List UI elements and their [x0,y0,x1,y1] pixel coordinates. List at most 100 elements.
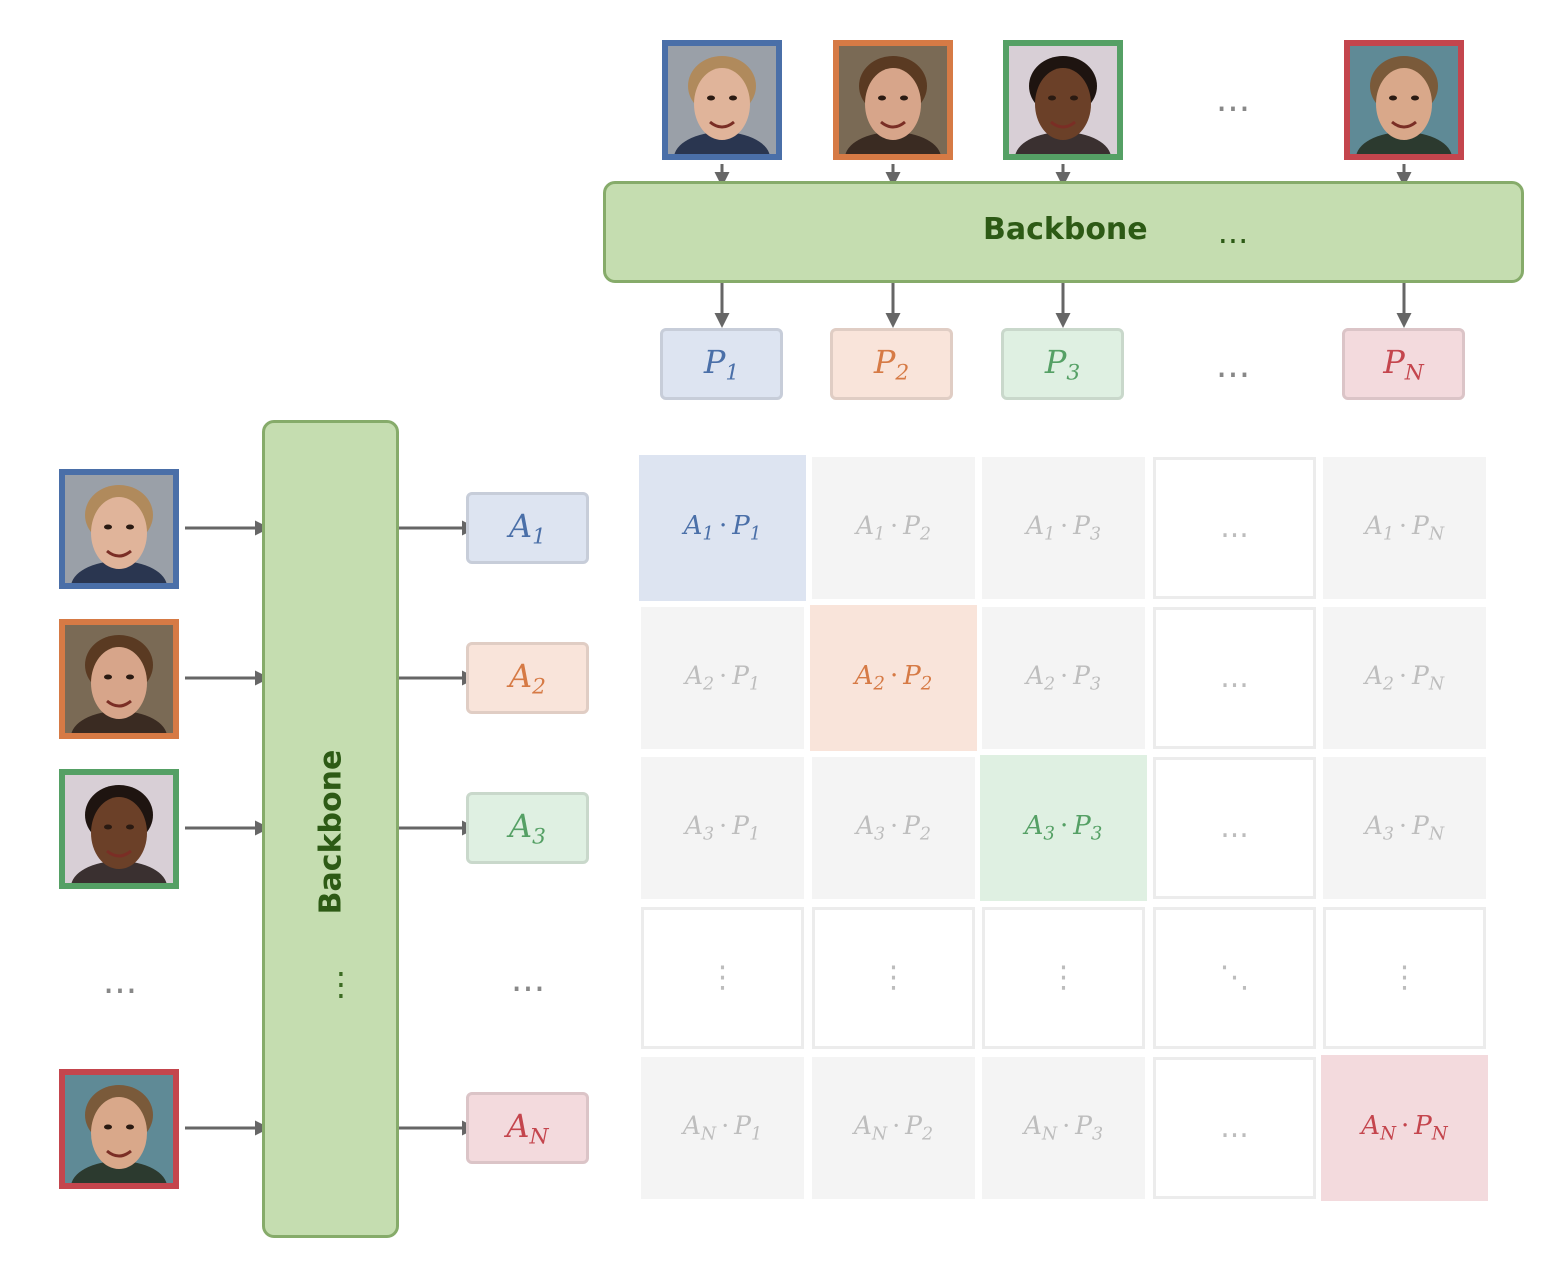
portrait-face [1376,68,1432,140]
left-face-image-3 [59,769,179,889]
portrait-shoulders [1015,132,1111,154]
matrix-ellipsis: ⋮ [1389,960,1420,995]
backbone-horizontal-label: Backbone [983,212,1148,247]
matrix-cell-negative: A2·PN [1323,607,1486,749]
matrix-cell-negative: AN·P2 [812,1057,975,1199]
portrait-face [91,1097,147,1169]
portrait-face [694,68,750,140]
portrait-right-eye [126,1124,134,1130]
portrait-left-eye [104,674,112,680]
matrix-cell-negative: A1·P3 [982,457,1145,599]
p-embeddings-ellipsis: ... [1215,345,1251,386]
embedding-a1-label: A1 [509,506,546,550]
portrait-mouth [106,699,132,708]
portrait-shoulders [674,132,770,154]
dot-product-label: A2·P1 [684,661,761,695]
portrait-mouth [106,1149,132,1158]
portrait-shoulders [71,861,167,883]
matrix-cell-positive: A1·P1 [639,455,806,601]
portrait-left-eye [1048,95,1056,101]
dot-product-label: AN·P2 [853,1111,934,1145]
matrix-cell-ellipsis: ⋱ [1153,907,1316,1049]
portrait-graphic [1009,46,1117,154]
portrait-right-eye [729,95,737,101]
portrait-mouth [1391,120,1417,129]
dot-product-label: A3·PN [1364,811,1445,845]
matrix-cell-ellipsis: ⋮ [812,907,975,1049]
portrait-mouth [1050,120,1076,129]
portrait-mouth [106,549,132,558]
top-face-image-2 [833,40,953,160]
embedding-a2: A2 [466,642,589,714]
embedding-p1: P1 [660,328,783,400]
portrait-graphic [65,775,173,883]
portrait-right-eye [126,524,134,530]
portrait-graphic [1350,46,1458,154]
portrait-left-eye [104,524,112,530]
matrix-cell-ellipsis: ⋮ [1323,907,1486,1049]
matrix-cell-negative: A2·P3 [982,607,1145,749]
matrix-ellipsis: ⋮ [1048,960,1079,995]
backbone-vertical [262,420,399,1238]
portrait-shoulders [845,132,941,154]
dot-product-label: A3·P3 [1024,811,1103,845]
portrait-left-eye [104,824,112,830]
dot-product-label: A2·P3 [1025,661,1102,695]
portrait-graphic [65,625,173,733]
portrait-graphic [65,1075,173,1183]
embedding-p2: P2 [830,328,953,400]
portrait-shoulders [71,561,167,583]
matrix-ellipsis: ... [1220,660,1249,695]
portrait-face [91,797,147,869]
embedding-an-label: AN [506,1106,549,1150]
top-face-image-n [1344,40,1464,160]
portrait-face [91,497,147,569]
matrix-cell-negative: A2·P1 [641,607,804,749]
portrait-graphic [65,475,173,583]
left-face-image-2 [59,619,179,739]
portrait-mouth [106,849,132,858]
portrait-right-eye [126,824,134,830]
top-face-image-3 [1003,40,1123,160]
embedding-p3: P3 [1001,328,1124,400]
matrix-ellipsis: ⋱ [1219,960,1250,995]
matrix-cell-negative: AN·P3 [982,1057,1145,1199]
matrix-ellipsis: ... [1220,510,1249,545]
matrix-cell-ellipsis: ⋮ [982,907,1145,1049]
left-face-image-1 [59,469,179,589]
matrix-ellipsis: ... [1220,810,1249,845]
portrait-right-eye [1070,95,1078,101]
dot-product-label: A1·PN [1364,511,1445,545]
backbone-vertical-label: Backbone [313,749,349,915]
dot-product-label: A1·P3 [1025,511,1102,545]
embedding-p2-label: P2 [873,342,910,386]
matrix-cell-negative: A1·PN [1323,457,1486,599]
embedding-p1-label: P1 [703,342,740,386]
matrix-cell-negative: A3·P1 [641,757,804,899]
matrix-cell-negative: AN·P1 [641,1057,804,1199]
portrait-shoulders [1356,132,1452,154]
matrix-cell-ellipsis: ... [1153,757,1316,899]
embedding-p3-label: P3 [1044,342,1081,386]
matrix-cell-ellipsis: ... [1153,457,1316,599]
dot-product-label: A1·P2 [855,511,932,545]
matrix-cell-ellipsis: ... [1153,1057,1316,1199]
dot-product-label: A2·P2 [854,661,933,695]
embedding-a3: A3 [466,792,589,864]
embedding-pn: PN [1342,328,1465,400]
portrait-face [1035,68,1091,140]
backbone-vertical-ellipsis: ⋮ [325,965,357,1003]
dot-product-label: A3·P1 [684,811,761,845]
portrait-right-eye [900,95,908,101]
portrait-mouth [880,120,906,129]
portrait-left-eye [707,95,715,101]
backbone-horizontal-ellipsis: ... [1217,213,1249,251]
matrix-cell-negative: A3·PN [1323,757,1486,899]
top-face-image-1 [662,40,782,160]
portrait-mouth [709,120,735,129]
portrait-right-eye [126,674,134,680]
dot-product-label: AN·P1 [682,1111,763,1145]
embedding-a3-label: A3 [509,806,546,850]
